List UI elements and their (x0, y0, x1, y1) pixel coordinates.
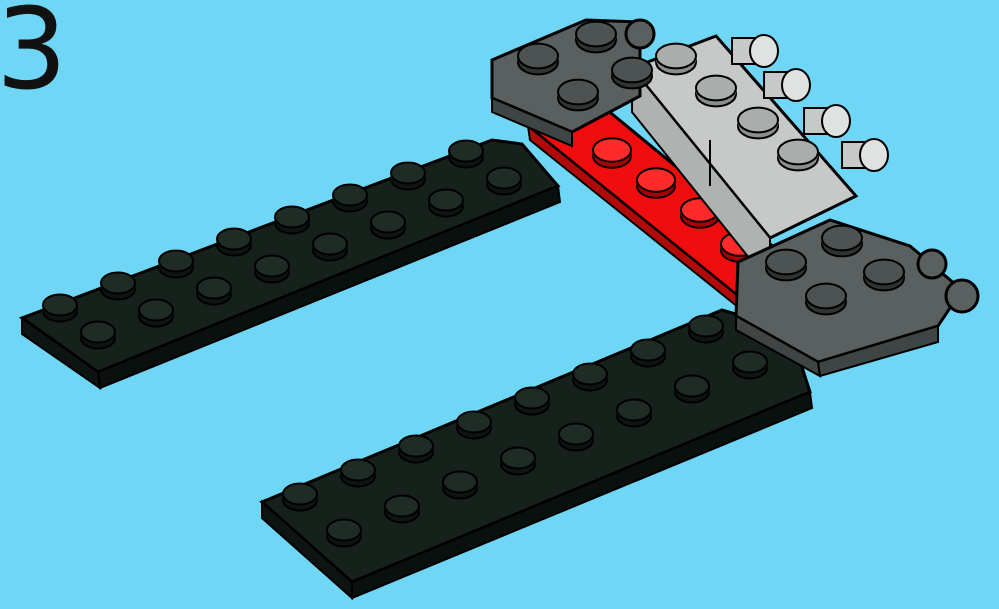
stud (341, 459, 375, 486)
stud (197, 277, 231, 304)
stud (689, 315, 723, 342)
stud (449, 140, 483, 167)
stud (559, 423, 593, 450)
stud (631, 339, 665, 366)
stud (385, 495, 419, 522)
stud (159, 250, 193, 277)
clip (804, 105, 850, 137)
stud (333, 184, 367, 211)
stud (101, 272, 135, 299)
stud (778, 140, 818, 171)
stud (612, 58, 652, 89)
stud (766, 250, 806, 281)
stud (399, 435, 433, 462)
stud (371, 211, 405, 238)
stud (391, 162, 425, 189)
stud (515, 387, 549, 414)
stud (139, 299, 173, 326)
black-plate-long-lower (262, 310, 812, 598)
stud (864, 260, 904, 291)
stud (806, 284, 846, 315)
stud (283, 483, 317, 510)
stud (738, 108, 778, 139)
stud (576, 22, 616, 53)
stud (443, 471, 477, 498)
stud (637, 168, 675, 198)
clip (732, 35, 778, 67)
black-plate-long-upper (22, 140, 560, 388)
stud (327, 519, 361, 546)
stud (822, 226, 862, 257)
stud (313, 233, 347, 260)
stud (81, 321, 115, 348)
stud (573, 363, 607, 390)
stud (255, 255, 289, 282)
stud (275, 206, 309, 233)
stud (593, 138, 631, 168)
stud (733, 351, 767, 378)
stud (429, 189, 463, 216)
stud (696, 76, 736, 107)
stud (518, 44, 558, 75)
stud (617, 399, 651, 426)
stud (487, 167, 521, 194)
clip (764, 69, 810, 101)
stud (558, 80, 598, 111)
stud (501, 447, 535, 474)
stud (675, 375, 709, 402)
stud (457, 411, 491, 438)
stud (656, 44, 696, 75)
stud (217, 228, 251, 255)
clip (842, 139, 888, 171)
stud (43, 294, 77, 321)
